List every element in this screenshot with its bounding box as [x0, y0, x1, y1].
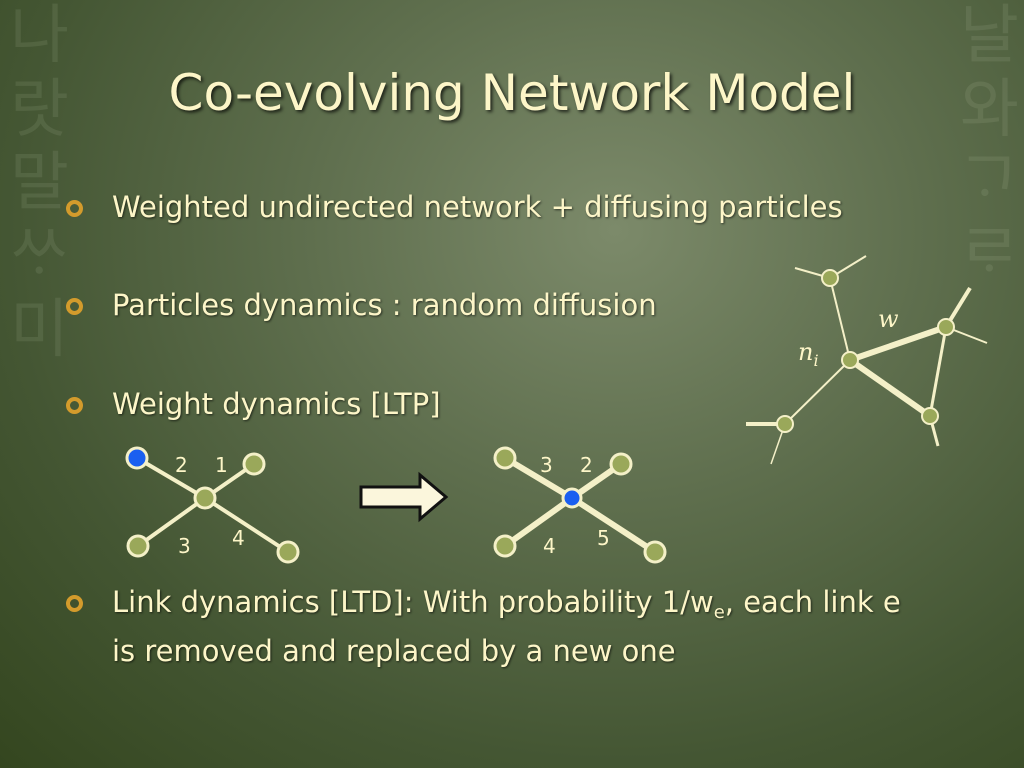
- bullet-icon: [66, 595, 83, 612]
- node: [276, 540, 300, 564]
- bullet-icon: [66, 200, 83, 217]
- edge: [848, 357, 932, 419]
- diagram-left: 2 1 3 4: [125, 446, 300, 564]
- edge: [203, 496, 290, 554]
- node: [776, 415, 794, 433]
- edge-label: 5: [597, 526, 610, 550]
- node: [126, 534, 150, 558]
- bullet-text: Weight dynamics [LTP]: [112, 387, 441, 421]
- network-diagram: ni w: [746, 255, 988, 465]
- bullet-text-line1: Link dynamics [LTD]: With probability 1/…: [112, 585, 901, 623]
- slide-title: Co-evolving Network Model: [168, 64, 856, 122]
- bullet-text: Weighted undirected network + diffusing …: [112, 190, 843, 224]
- node-i: [841, 351, 859, 369]
- edge: [136, 496, 207, 548]
- edge: [928, 326, 948, 417]
- edge-label: 2: [580, 453, 593, 477]
- edge: [829, 277, 851, 361]
- node: [242, 452, 266, 476]
- node: [821, 269, 839, 287]
- edge: [503, 495, 574, 549]
- node: [609, 452, 633, 476]
- edge-label: 1: [215, 453, 228, 477]
- node: [921, 407, 939, 425]
- bullet-3: Weight dynamics [LTP]: [66, 385, 441, 423]
- bullet-icon: [66, 397, 83, 414]
- edge: [849, 324, 947, 363]
- bullet-icon: [66, 298, 83, 315]
- particle-node: [125, 446, 149, 470]
- edge-label: 3: [178, 534, 191, 558]
- bullet-4: Link dynamics [LTD]: With probability 1/…: [66, 583, 901, 670]
- node: [493, 446, 517, 470]
- particle-node: [561, 487, 583, 509]
- edge: [784, 359, 851, 425]
- node-label: ni: [798, 338, 819, 370]
- edge: [503, 455, 574, 501]
- node: [493, 534, 517, 558]
- edge-label: 3: [540, 453, 553, 477]
- bullet-1: Weighted undirected network + diffusing …: [66, 188, 843, 226]
- edge: [135, 456, 207, 500]
- node: [193, 486, 217, 510]
- weight-label: w: [878, 305, 899, 333]
- node: [643, 540, 667, 564]
- edge-label: 4: [543, 534, 556, 558]
- bullet-2: Particles dynamics : random diffusion: [66, 286, 657, 324]
- edge-label: 2: [175, 453, 188, 477]
- bullet-text-line2: is removed and replaced by a new one: [112, 634, 676, 668]
- node: [937, 318, 955, 336]
- bullet-text: Particles dynamics : random diffusion: [112, 288, 657, 322]
- diagram-right: 3 2 4 5: [493, 446, 667, 564]
- edge-label: 4: [232, 526, 245, 550]
- arrow-icon: [359, 471, 449, 523]
- edge: [570, 495, 657, 555]
